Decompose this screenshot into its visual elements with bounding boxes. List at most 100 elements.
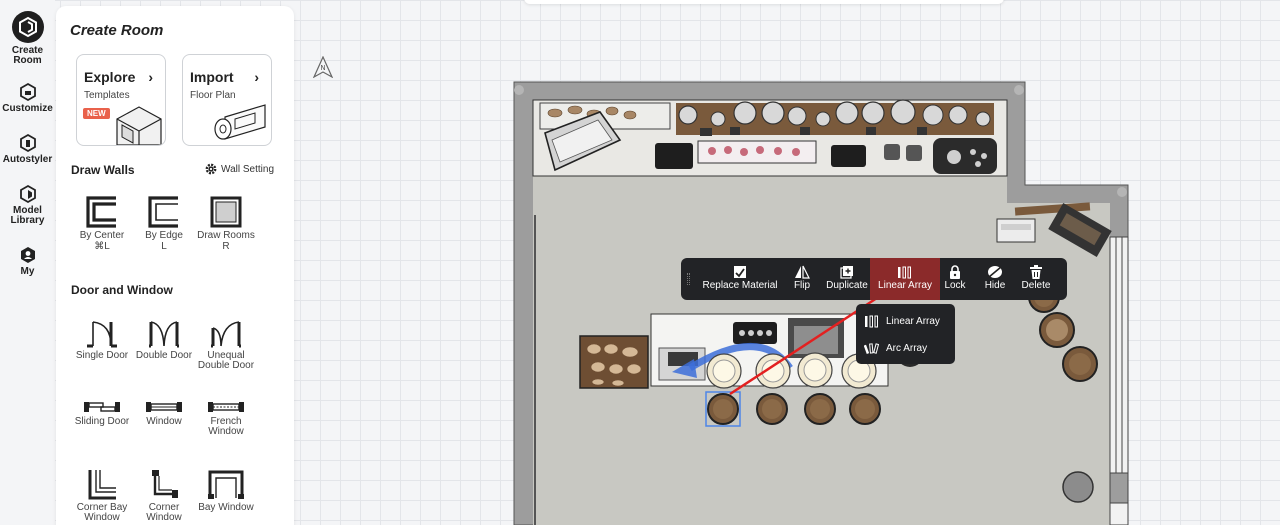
duplicate-button[interactable]: Duplicate (824, 258, 870, 300)
corner-bay-window-tool[interactable]: Corner Bay Window (71, 468, 133, 523)
tool-shortcut: L (161, 241, 167, 252)
model-library-icon (19, 184, 36, 204)
rail-create-room[interactable]: Create Room (0, 10, 55, 66)
delete-button[interactable]: Delete (1018, 258, 1054, 300)
tool-label: By Center (79, 230, 125, 241)
rail-customize[interactable]: Customize (0, 82, 55, 114)
rail-my[interactable]: My (0, 245, 55, 277)
import-floor-plan-card[interactable]: Import › Floor Plan (182, 54, 272, 146)
double-door-tool[interactable]: Double Door (133, 318, 195, 361)
submenu-label: Arc Array (886, 342, 928, 354)
tool-label: By Edge (145, 230, 183, 241)
panel-title: Create Room (70, 22, 164, 39)
rail-label: Autostyler (2, 154, 53, 165)
tool-label: Corner (148, 502, 180, 513)
linear-array-icon (898, 266, 911, 279)
draw-wall-by-edge[interactable]: By Edge L (133, 196, 195, 253)
rail-label: Customize (2, 103, 53, 114)
room-template-illustration-icon (116, 106, 162, 145)
rail-label: Model (13, 205, 42, 216)
trash-icon (1030, 265, 1042, 279)
draw-walls-title: Draw Walls (71, 163, 135, 177)
unequal-double-door-tool[interactable]: Unequal Double Door (195, 318, 257, 371)
top-search-stub (524, 0, 1004, 4)
bar-stool[interactable] (755, 353, 791, 389)
customize-icon (19, 82, 36, 102)
corner-window-tool[interactable]: Corner Window (133, 468, 195, 523)
wood-stool[interactable] (804, 393, 836, 425)
linear-array-icon (865, 315, 878, 328)
arc-array-icon (864, 343, 880, 355)
tool-shortcut: ⌘L (94, 241, 110, 252)
left-nav-rail: Create Room Customize Autostyler Model L… (0, 0, 55, 525)
toolbar-label: Linear Array (878, 280, 932, 291)
replace-material-button[interactable]: Replace Material (697, 258, 783, 300)
tool-label: Unequal (207, 350, 245, 361)
wall-by-center-icon (86, 196, 116, 228)
tool-label: Draw Rooms (197, 230, 255, 241)
chevron-right-icon: › (254, 69, 259, 85)
tool-label: Corner Bay (76, 502, 128, 513)
french-window-tool[interactable]: French Window (195, 400, 257, 437)
linear-array-button[interactable]: Linear Array (870, 258, 940, 300)
round-table[interactable] (1039, 312, 1075, 348)
wood-stool[interactable] (849, 393, 881, 425)
flip-button[interactable]: Flip (785, 258, 819, 300)
wall-window[interactable] (1109, 236, 1129, 474)
draw-rooms-icon (210, 196, 242, 228)
corner-bay-window-icon (88, 470, 116, 500)
create-room-panel: Create Room Explore › Templates NEW Impo… (56, 6, 294, 525)
rail-model-library[interactable]: Model Library (0, 184, 55, 226)
tool-label: Double Door (135, 350, 193, 361)
single-door-tool[interactable]: Single Door (71, 318, 133, 361)
card-title: Import (190, 69, 234, 85)
french-window-icon (208, 402, 244, 412)
window-tool[interactable]: Window (133, 400, 195, 427)
toolbar-label: Flip (793, 280, 811, 291)
chevron-right-icon: › (148, 69, 153, 85)
sliding-door-tool[interactable]: Sliding Door (71, 400, 133, 427)
draw-wall-by-center[interactable]: By Center ⌘L (71, 196, 133, 253)
wood-stool[interactable] (756, 393, 788, 425)
card-subtitle: Templates (84, 90, 130, 101)
lock-button[interactable]: Lock (940, 258, 970, 300)
autostyler-icon (19, 133, 36, 153)
display-shelf[interactable] (579, 335, 649, 389)
card-title: Explore (84, 69, 136, 85)
door-window-title: Door and Window (71, 283, 173, 297)
rail-label: My (20, 266, 35, 277)
floor-plan-roll-icon (214, 104, 266, 140)
bar-stool[interactable] (706, 353, 742, 389)
selected-stool-outline (705, 391, 741, 427)
submenu-linear-array[interactable]: Linear Array (864, 311, 940, 331)
array-submenu: Linear Array Arc Array (856, 304, 955, 364)
draw-rooms[interactable]: Draw Rooms R (195, 196, 257, 253)
wood-stool-selected[interactable] (707, 393, 739, 425)
compass-north-icon[interactable]: N (313, 56, 333, 78)
bar-stool[interactable] (797, 352, 833, 388)
window-icon (146, 402, 182, 412)
cabinet[interactable] (996, 218, 1036, 243)
round-table[interactable] (1062, 346, 1098, 382)
single-door-icon (87, 321, 117, 348)
table-with-chairs[interactable] (1014, 202, 1112, 257)
sliding-door-icon (84, 402, 120, 412)
tool-label: Window (146, 512, 182, 523)
rail-autostyler[interactable]: Autostyler (0, 133, 55, 165)
explore-templates-card[interactable]: Explore › Templates NEW (76, 54, 166, 146)
wall-setting-button[interactable]: Wall Setting (205, 163, 274, 175)
submenu-label: Linear Array (886, 315, 940, 327)
red-pointer-annotation (729, 294, 881, 396)
bay-window-tool[interactable]: Bay Window (195, 468, 257, 513)
rail-label: Room (13, 55, 42, 66)
submenu-arc-array[interactable]: Arc Array (864, 338, 927, 358)
hide-button[interactable]: Hide (980, 258, 1010, 300)
toolbar-drag-handle[interactable] (687, 273, 690, 285)
wall-setting-label: Wall Setting (221, 163, 274, 175)
unequal-double-door-icon (211, 321, 241, 348)
room-floor[interactable] (533, 100, 1110, 525)
corner-window-icon (152, 470, 178, 498)
toolbar-label: Hide (984, 280, 1006, 291)
coffee-equipment[interactable] (678, 99, 991, 136)
